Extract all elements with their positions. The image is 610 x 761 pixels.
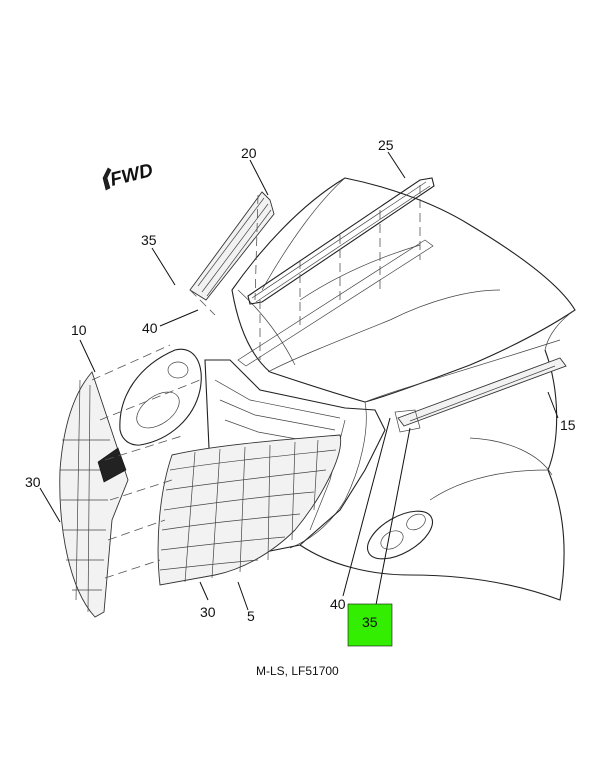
cowl-grille-part-20 [189,191,275,301]
callout-10: 10 [71,322,87,338]
callout-40-bottom: 40 [330,596,346,612]
callout-35-highlight[interactable]: 35 [362,614,378,630]
front-grille-part-5 [157,434,342,586]
left-lamp-assembly [119,348,202,446]
highlight-box[interactable] [347,603,393,647]
side-grille-part-10 [59,371,129,618]
callout-25: 25 [378,137,394,153]
hood-body [231,177,576,601]
fwd-indicator: FWD [102,160,155,191]
fwd-arrow-icon [102,167,112,191]
callout-15: 15 [560,417,576,433]
callout-30-left: 30 [25,474,41,490]
callouts: 20 25 35 40 10 15 30 30 5 40 [25,137,576,624]
callout-5: 5 [247,608,255,624]
highlighted-callout-35[interactable]: 35 [347,603,393,647]
callout-20: 20 [241,145,257,161]
callout-30-bottom: 30 [200,604,216,620]
fwd-label: FWD [108,160,155,191]
callout-35-top: 35 [141,232,157,248]
diagram-caption: M-LS, LF51700 [256,664,339,678]
leader-lines [39,151,559,611]
callout-40-top: 40 [142,320,158,336]
side-trim-part-15 [394,357,567,433]
assembly-lines [91,185,421,579]
hood-trim-strip [237,177,435,367]
